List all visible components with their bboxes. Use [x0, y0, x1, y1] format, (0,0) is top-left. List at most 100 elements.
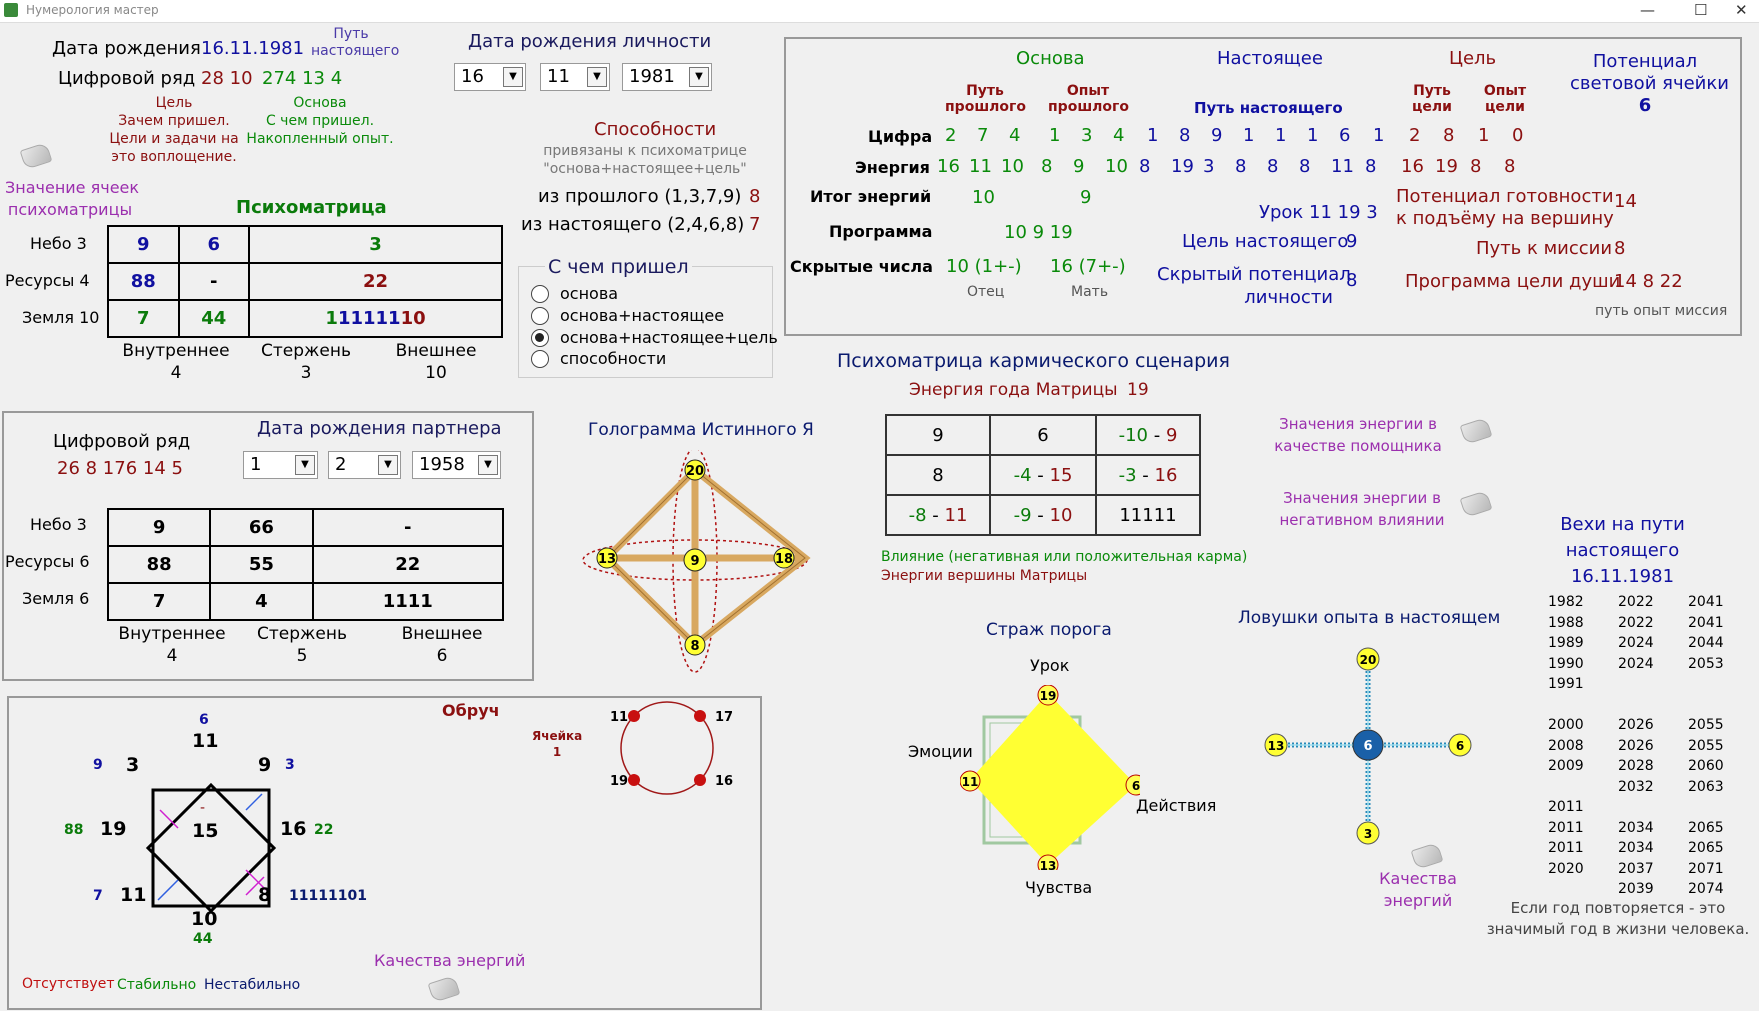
hidden-potential-value: 8: [1346, 270, 1358, 291]
milestone-year: 1991: [1548, 676, 1584, 692]
energy-value: 8: [1041, 156, 1053, 177]
guardian-lesson: Урок: [1030, 656, 1070, 675]
year-select[interactable]: 1981▼: [622, 63, 712, 91]
traps-center: 6: [1363, 739, 1372, 754]
partner-year-select[interactable]: 1958▼: [412, 451, 501, 479]
milestone-year: 2037: [1618, 860, 1654, 877]
milestone-year: 2055: [1688, 717, 1724, 733]
readiness-value: 14: [1614, 191, 1637, 212]
hologram-bottom: 8: [690, 639, 699, 654]
cell: 11111110: [248, 299, 503, 338]
chevron-down-icon: ▼: [503, 67, 523, 87]
milestone-year: 2032: [1618, 778, 1654, 795]
digit-label: Цифра: [868, 127, 933, 146]
partner-panel: [2, 411, 534, 681]
star-l: 19: [100, 818, 127, 840]
radio-base[interactable]: [531, 285, 549, 303]
traps-diagram: 20 13 6 6 3: [1264, 647, 1472, 845]
milestone-year: 2034: [1618, 840, 1654, 856]
energy-value: 8: [1235, 156, 1247, 177]
karmic-cell: -8 - 11: [885, 494, 991, 536]
lesson-value: Урок 11 19 3: [1259, 202, 1378, 223]
hoop-title: Обруч: [442, 701, 500, 720]
program-value: 10 9 19: [1004, 222, 1073, 243]
radio-base-label: основа: [560, 284, 619, 303]
cell: 88: [107, 262, 180, 301]
energy-value: 10: [1001, 156, 1024, 177]
month-select[interactable]: 11▼: [540, 63, 610, 91]
traps-top: 20: [1360, 653, 1377, 667]
digit-value: 1: [1243, 125, 1255, 146]
milestone-year: 2009: [1548, 758, 1584, 774]
book-icon[interactable]: [1459, 490, 1493, 518]
abilities-present-label: из настоящего (2,4,6,8): [521, 214, 745, 235]
milestone-year: 2000: [1548, 717, 1584, 733]
cell: 6: [177, 225, 251, 264]
star-r: 16: [280, 818, 307, 840]
partner-day-select[interactable]: 1▼: [243, 451, 318, 479]
digit-value: 1: [1307, 125, 1319, 146]
energy-label: Энергия: [855, 158, 930, 177]
hoop-diagram: 11 17 19 16: [610, 701, 733, 795]
minimize-button[interactable]: —: [1640, 1, 1655, 19]
radio-base-present[interactable]: [531, 307, 549, 325]
maximize-button[interactable]: ☐: [1694, 1, 1708, 19]
came-with-title: С чем пришел: [545, 256, 692, 278]
close-button[interactable]: ✕: [1735, 1, 1748, 19]
milestone-year: 2024: [1618, 635, 1654, 651]
birth-value: 16.11.1981: [201, 38, 305, 59]
cell: 9: [106, 508, 212, 547]
book-icon[interactable]: [19, 142, 53, 170]
energy-qualities-link[interactable]: Качества энергий: [374, 951, 526, 970]
header-base: Основа: [1016, 48, 1085, 69]
digit-value: 1: [1147, 125, 1159, 146]
radio-abilities[interactable]: [531, 350, 549, 368]
hologram-title: Голограмма Истинного Я: [588, 420, 814, 440]
cell: 1111: [311, 582, 505, 621]
cell: 44: [177, 299, 251, 338]
milestone-year: 2011: [1548, 799, 1584, 815]
milestone-year: 2034: [1618, 819, 1654, 836]
traps-left: 13: [1268, 739, 1285, 753]
radio-base-present-goal[interactable]: [531, 329, 549, 347]
total-past: 10: [972, 187, 995, 208]
radio-abilities-label: способности: [560, 349, 667, 368]
energy-value: 11: [969, 156, 992, 177]
energy-value: 8: [1299, 156, 1311, 177]
day-select[interactable]: 16▼: [454, 63, 526, 91]
partner-digit-row-label: Цифровой ряд: [53, 431, 191, 452]
milestone-year: 2024: [1618, 655, 1654, 672]
guardian-feelings-v: 13: [1040, 859, 1057, 870]
star-br: 8: [258, 884, 272, 906]
milestone-year: 2053: [1688, 655, 1724, 672]
cell: 9: [107, 225, 180, 264]
abilities-past-label: из прошлого (1,3,7,9): [538, 186, 742, 207]
traps-bottom: 3: [1364, 827, 1372, 841]
influence-label: Влияние (негативная или положительная ка…: [881, 549, 1248, 565]
mother-label: Мать: [1071, 284, 1109, 300]
star-tr: 9: [258, 754, 272, 776]
partner-month-select[interactable]: 2▼: [328, 451, 401, 479]
book-icon[interactable]: [1459, 417, 1493, 445]
guardian-emotions: Эмоции: [908, 742, 973, 761]
year-energy-value: 19: [1127, 380, 1149, 400]
milestone-year: 2022: [1618, 614, 1654, 631]
milestone-year: 2063: [1688, 778, 1724, 795]
star-l-small: 88: [64, 822, 84, 838]
